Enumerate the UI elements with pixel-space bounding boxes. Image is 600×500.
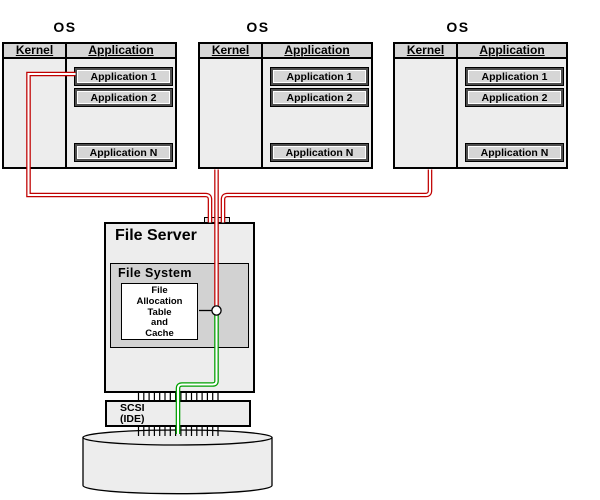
application-1-box: Application 1 xyxy=(271,68,368,85)
kernel-header: Kernel xyxy=(406,43,445,57)
disk-cylinder xyxy=(82,429,273,495)
fat-line: File xyxy=(151,285,168,296)
scsi-ide-box: SCSI (IDE) xyxy=(105,400,251,427)
file-system-box: File System File Allocation Table and Ca… xyxy=(110,263,249,348)
application-2-box: Application 2 xyxy=(75,89,172,106)
kernel-application-divider xyxy=(456,59,458,167)
fat-line: Allocation xyxy=(136,295,183,307)
application-header: Application xyxy=(261,44,371,57)
os-box-2-header: Kernel Application xyxy=(200,44,371,59)
file-allocation-table-box: File Allocation Table and Cache xyxy=(121,283,198,340)
os-box-3-header: Kernel Application xyxy=(395,44,566,59)
application-header: Application xyxy=(456,44,566,57)
file-server-box: File Server File System File Allocation … xyxy=(104,222,255,393)
application-header: Application xyxy=(65,44,175,57)
os-title-2: OS xyxy=(246,19,270,35)
application-1-box: Application 1 xyxy=(466,68,563,85)
os-box-1-header: Kernel Application xyxy=(4,44,175,59)
file-system-title: File System xyxy=(118,266,192,280)
os-box-2: Kernel Application Application 1 Applica… xyxy=(198,42,373,169)
ribbon-cable-lower xyxy=(137,427,219,436)
os-title-1: OS xyxy=(53,19,77,35)
application-2-box: Application 2 xyxy=(271,89,368,106)
application-1-box: Application 1 xyxy=(75,68,172,85)
os-box-3: Kernel Application Application 1 Applica… xyxy=(393,42,568,169)
kernel-header: Kernel xyxy=(211,43,250,57)
os-box-1: Kernel Application Application 1 Applica… xyxy=(2,42,177,169)
application-n-box: Application N xyxy=(466,144,563,161)
file-server-title: File Server xyxy=(115,227,197,244)
kernel-application-divider xyxy=(65,59,67,167)
fat-line: Table xyxy=(147,306,172,318)
fat-line: Cache xyxy=(145,328,174,340)
kernel-application-divider xyxy=(261,59,263,167)
scsi-ide-label: SCSI (IDE) xyxy=(120,402,145,425)
application-2-box: Application 2 xyxy=(466,89,563,106)
application-n-box: Application N xyxy=(75,144,172,161)
fat-line: and xyxy=(151,317,168,329)
application-n-box: Application N xyxy=(271,144,368,161)
red-path-right-os xyxy=(220,169,433,223)
os-title-3: OS xyxy=(446,19,470,35)
kernel-header: Kernel xyxy=(15,43,54,57)
